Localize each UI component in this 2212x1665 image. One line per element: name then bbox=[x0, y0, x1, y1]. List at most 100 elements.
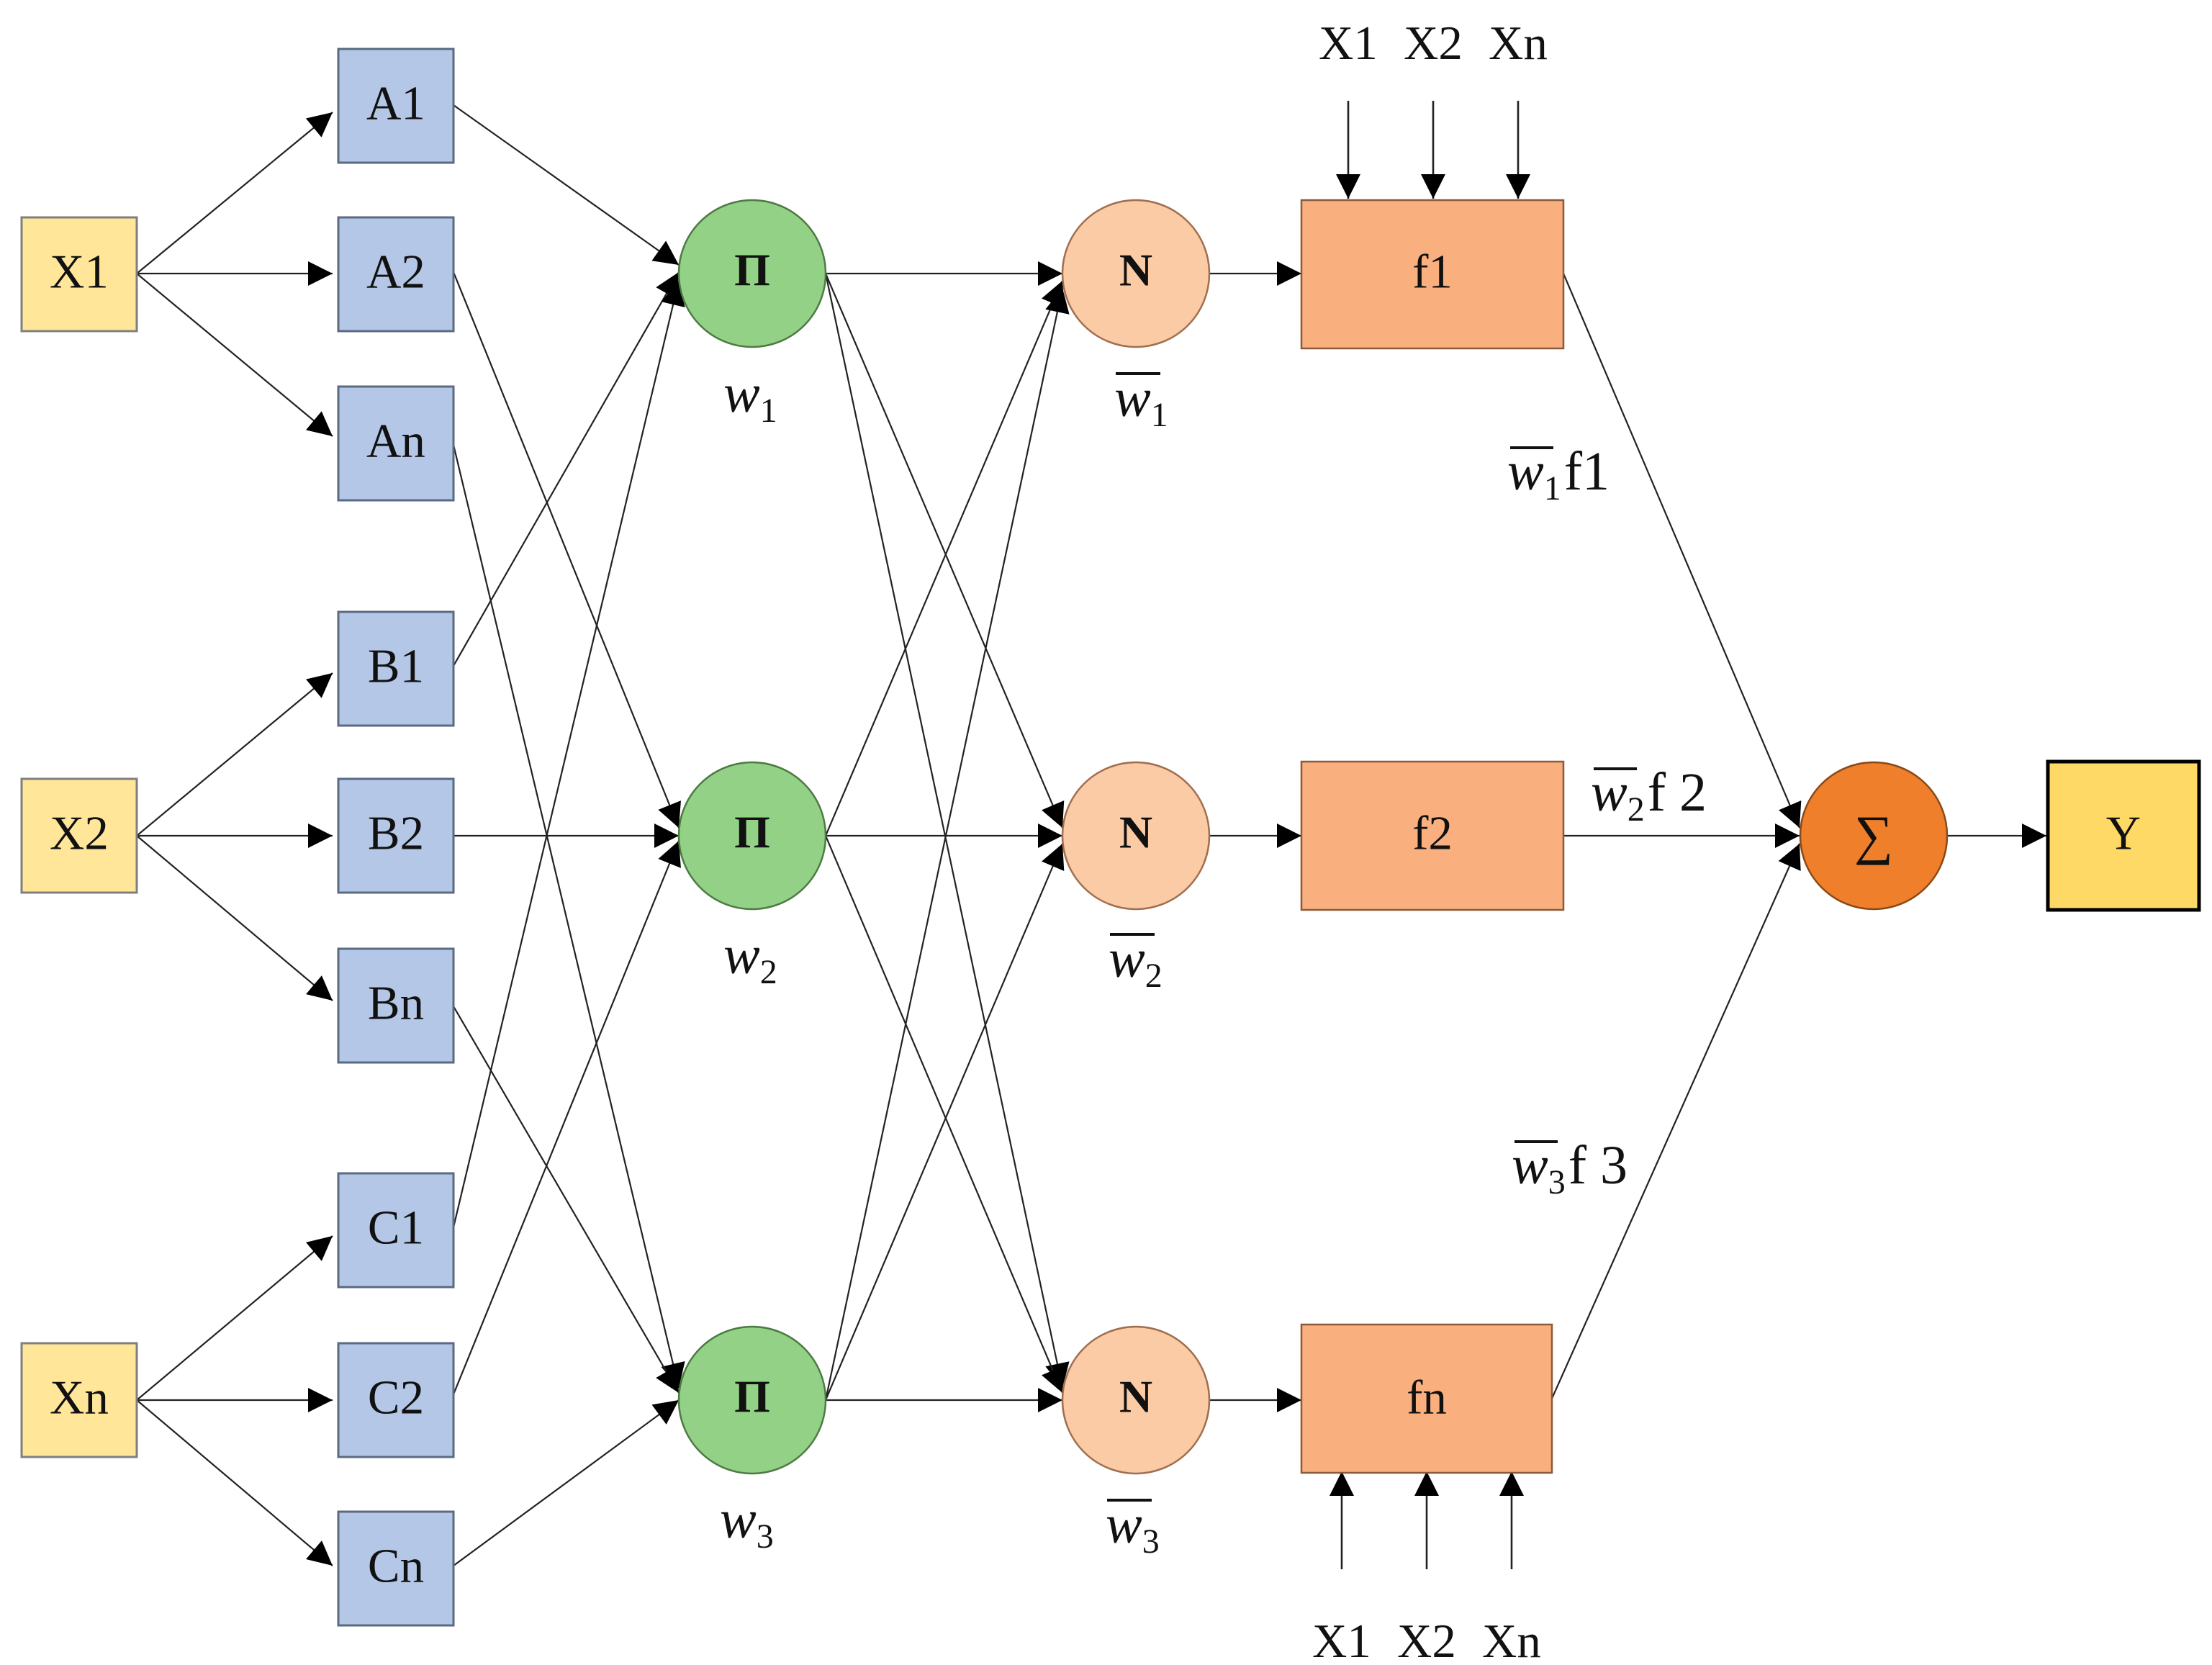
input-layer: X1 X2 Xn bbox=[20, 216, 138, 1458]
edge-xn-cn bbox=[136, 1399, 333, 1566]
product-weight-label: w3 bbox=[720, 1489, 774, 1556]
norm-symbol: N bbox=[1119, 245, 1152, 296]
output-node-y: Y bbox=[2046, 759, 2201, 912]
membership-box bbox=[337, 610, 455, 727]
product-node-1: Π w1 bbox=[677, 199, 827, 430]
sum-node: ∑ bbox=[1799, 761, 1949, 911]
membership-label: A1 bbox=[366, 76, 425, 130]
membership-node-c1: C1 bbox=[337, 1172, 455, 1289]
norm-weight-label: w1 bbox=[1114, 368, 1168, 434]
membership-node-cn: Cn bbox=[337, 1510, 455, 1627]
membership-box bbox=[337, 1342, 455, 1458]
output-label: Y bbox=[2106, 806, 2141, 859]
product-weight-label: w2 bbox=[723, 925, 777, 991]
product-node-3: Π w3 bbox=[677, 1325, 827, 1556]
product-symbol: Π bbox=[734, 1371, 770, 1422]
norm-symbol: N bbox=[1119, 1371, 1152, 1422]
membership-label: B2 bbox=[368, 806, 424, 859]
rule-box bbox=[1300, 1323, 1553, 1474]
rule-layer: f1 f2 fn bbox=[1300, 199, 1565, 1474]
product-node-2: Π w2 bbox=[677, 761, 827, 991]
bottom-input-labels: X1 X2 Xn bbox=[1312, 1615, 1541, 1665]
membership-box bbox=[337, 947, 455, 1064]
top-input-labels: X1 X2 Xn bbox=[1319, 17, 1548, 70]
edge-a2-p2 bbox=[452, 271, 681, 829]
edge-c2-p2 bbox=[452, 840, 681, 1395]
edge-x2-b1 bbox=[136, 672, 333, 836]
edge-p1-n2 bbox=[824, 273, 1065, 829]
edge-x1-a1 bbox=[136, 112, 333, 274]
weighted-output-label-3: w3f 3 bbox=[1512, 1135, 1628, 1201]
edge-p3-n2 bbox=[824, 843, 1065, 1401]
input-node-xn: Xn bbox=[20, 1342, 138, 1458]
norm-symbol: N bbox=[1119, 807, 1152, 858]
edge-p1-n3 bbox=[824, 273, 1070, 1389]
edge-bn-p3 bbox=[453, 1006, 680, 1394]
norm-node-1: N w1 bbox=[1061, 199, 1211, 434]
edge-c1-p1 bbox=[452, 280, 685, 1228]
membership-label: B1 bbox=[368, 639, 424, 692]
membership-box bbox=[337, 48, 455, 164]
top-input-label: Xn bbox=[1489, 17, 1548, 70]
membership-label: C2 bbox=[368, 1371, 424, 1424]
membership-node-b2: B2 bbox=[337, 777, 455, 894]
edge-xn-c1 bbox=[136, 1235, 333, 1401]
input-box bbox=[20, 1342, 138, 1458]
edge-p3-n1 bbox=[824, 287, 1070, 1401]
rule-node-f1: f1 bbox=[1300, 199, 1565, 350]
membership-node-a2: A2 bbox=[337, 216, 455, 333]
membership-label: C1 bbox=[368, 1201, 424, 1254]
rule-label: f1 bbox=[1412, 245, 1453, 298]
sigma-icon: ∑ bbox=[1854, 805, 1893, 865]
weighted-output-text: w1f1 bbox=[1507, 441, 1610, 507]
norm-circle bbox=[1061, 1325, 1211, 1475]
input-node-x2: X2 bbox=[20, 777, 138, 894]
product-symbol: Π bbox=[734, 807, 770, 858]
weighted-output-text: w3f 3 bbox=[1512, 1135, 1628, 1201]
norm-circle bbox=[1061, 199, 1211, 348]
membership-box bbox=[337, 216, 455, 333]
top-input-label: X1 bbox=[1319, 17, 1378, 70]
membership-layer: A1 A2 An B1 B2 Bn C1 C2 bbox=[337, 48, 455, 1627]
edge-x2-bn bbox=[136, 835, 333, 1001]
rule-box bbox=[1300, 199, 1565, 350]
rule-box bbox=[1300, 760, 1565, 911]
edge-an-p3 bbox=[452, 444, 685, 1389]
product-circle bbox=[677, 1325, 827, 1475]
product-circle bbox=[677, 199, 827, 348]
norm-node-3: N w3 bbox=[1061, 1325, 1211, 1561]
input-label: X1 bbox=[50, 245, 109, 298]
bottom-input-label: X1 bbox=[1312, 1615, 1371, 1665]
edge-cn-p3 bbox=[453, 1399, 680, 1566]
product-circle bbox=[677, 761, 827, 911]
weighted-output-labels: w1f1 w2f 2 w3f 3 bbox=[1507, 441, 1707, 1201]
product-layer: Π w1 Π w2 Π w3 bbox=[677, 199, 827, 1556]
rule-label: fn bbox=[1407, 1371, 1447, 1424]
edge-fn-sum bbox=[1550, 843, 1801, 1401]
membership-label: Bn bbox=[368, 976, 424, 1029]
product-weight-label: w1 bbox=[723, 364, 777, 430]
edge-p2-n3 bbox=[824, 835, 1065, 1394]
edge-f1-sum bbox=[1562, 273, 1802, 829]
edge-b1-p1 bbox=[453, 271, 680, 667]
membership-node-an: An bbox=[337, 385, 455, 502]
product-symbol: Π bbox=[734, 245, 770, 296]
bottom-input-label: X2 bbox=[1397, 1615, 1456, 1665]
norm-node-2: N w2 bbox=[1061, 761, 1211, 995]
norm-weight-label: w2 bbox=[1109, 929, 1163, 995]
membership-label: An bbox=[366, 414, 425, 467]
weighted-output-label-2: w2f 2 bbox=[1591, 762, 1707, 829]
membership-box bbox=[337, 1510, 455, 1627]
membership-node-a1: A1 bbox=[337, 48, 455, 164]
membership-box bbox=[337, 1172, 455, 1289]
bottom-input-label: Xn bbox=[1482, 1615, 1541, 1665]
output-box bbox=[2046, 759, 2201, 912]
membership-node-b1: B1 bbox=[337, 610, 455, 727]
weighted-output-text: w2f 2 bbox=[1591, 762, 1707, 829]
membership-box bbox=[337, 385, 455, 502]
input-label: Xn bbox=[50, 1371, 109, 1424]
connection-edges bbox=[136, 101, 2046, 1569]
membership-label: A2 bbox=[366, 245, 425, 298]
rule-label: f2 bbox=[1412, 806, 1453, 859]
